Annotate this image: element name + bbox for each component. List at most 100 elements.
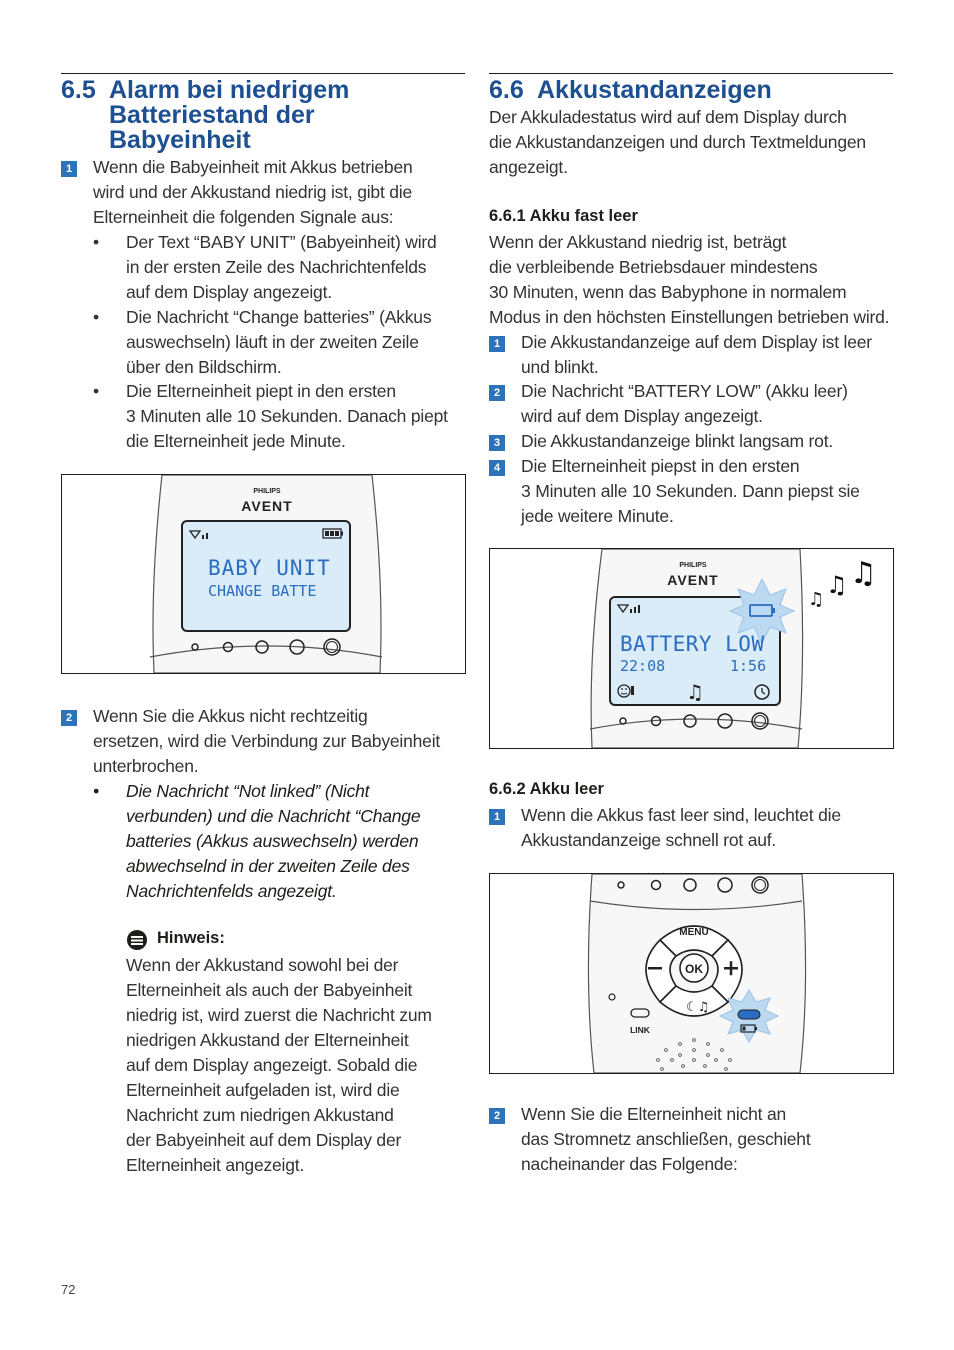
- text-line: auswechseln) läuft in der zweiten Zeile: [126, 332, 419, 352]
- step-badge-3: 3: [489, 435, 505, 451]
- lcd-screen: [181, 520, 351, 632]
- device-illustration: PHILIPS AVENT BATTERY LOW 22:08 1:56 ♫: [589, 549, 877, 748]
- text-line: Die Elterneinheit piepst in den ersten: [521, 456, 800, 476]
- link-button: [630, 1008, 650, 1018]
- indicator-light: [255, 640, 269, 654]
- menu-label: MENU: [679, 927, 708, 938]
- text-line: und blinkt.: [521, 357, 599, 377]
- text-line: 3 Minuten alle 10 Sekunden. Danach piept: [126, 406, 448, 426]
- plus-icon: [724, 961, 738, 976]
- figure-battery-low-display: PHILIPS AVENT BATTERY LOW 22:08 1:56 ♫: [489, 548, 894, 749]
- right-top-rule: [489, 73, 893, 74]
- step-badge-4: 4: [489, 460, 505, 476]
- step-badge-2: 2: [489, 1108, 505, 1124]
- text-line: Die Nachricht “BATTERY LOW” (Akku leer): [521, 381, 848, 401]
- indicator-light: [751, 876, 769, 894]
- text-line: Die Nachricht “Change batteries” (Akkus: [126, 307, 432, 327]
- note-text: Wenn der Akkustand sowohl bei der Eltern…: [126, 953, 466, 1178]
- text-line: in der ersten Zeile des Nachrichtenfelds: [126, 257, 427, 277]
- text-line: auf dem Display angezeigt.: [126, 282, 332, 302]
- bullet-item: • Die Elterneinheit piept in den ersten …: [93, 379, 468, 454]
- subheading-6-6-1: 6.6.1 Akku fast leer: [489, 207, 638, 225]
- text-line: Akkustandanzeige schnell rot auf.: [521, 830, 777, 850]
- battery-indicator-light: [737, 1009, 761, 1020]
- brand-philips: PHILIPS: [253, 488, 281, 495]
- minus-icon: [648, 967, 662, 970]
- device-illustration: MENU OK ☾♫ LINK: [587, 874, 807, 1073]
- device-illustration: PHILIPS AVENT BABY UNIT CHANGE BATTE: [149, 475, 383, 673]
- signal-icon: [616, 604, 640, 614]
- text-line: Die Akkustandanzeige auf dem Display ist…: [521, 332, 872, 352]
- bullet-dot: •: [93, 307, 99, 327]
- nav-pad: [645, 925, 743, 1017]
- brand-avent: AVENT: [241, 498, 292, 514]
- subheading-6-6-2: 6.6.2 Akku leer: [489, 780, 604, 798]
- text-line: Elterneinheit die folgenden Signale aus:: [93, 207, 394, 227]
- indicator-light: [608, 993, 616, 1001]
- text-line: Wenn die Akkus fast leer sind, leuchtet …: [521, 805, 841, 825]
- bullet-dot: •: [93, 381, 99, 401]
- text-line: angezeigt.: [489, 157, 568, 177]
- indicator-light: [289, 639, 305, 655]
- note-title: Hinweis:: [157, 929, 225, 947]
- text-line: nacheinander das Folgende:: [521, 1154, 738, 1174]
- text-line: Wenn Sie die Elterneinheit nicht an: [521, 1104, 787, 1124]
- text-line: jede weitere Minute.: [521, 506, 674, 526]
- heading-text: Akkustandanzeigen: [537, 76, 772, 104]
- text-line: Elterneinheit aufgeladen ist, wird die: [126, 1080, 400, 1100]
- lullaby-button: [658, 984, 730, 1017]
- bullet-item: • Der Text “BABY UNIT” (Babyeinheit) wir…: [93, 230, 468, 305]
- bullet-dot: •: [93, 232, 99, 252]
- text-line: 30 Minuten, wenn das Babyphone in normal…: [489, 282, 847, 302]
- note-icon: [127, 930, 147, 950]
- text-line: Modus in den höchsten Einstellungen betr…: [489, 307, 890, 327]
- text-line: Der Akkuladestatus wird auf dem Display …: [489, 107, 847, 127]
- indicator-light: [751, 712, 769, 730]
- section-heading-6-6: 6.6 Akkustandanzeigen: [489, 78, 893, 104]
- lcd-line-2: CHANGE BATTE: [208, 582, 316, 600]
- step-badge-2: 2: [489, 385, 505, 401]
- text-line: batteries (Akkus auswechseln) werden: [126, 831, 419, 851]
- text-line: Wenn Sie die Akkus nicht rechtzeitig: [93, 706, 368, 726]
- text-line: Der Text “BABY UNIT” (Babyeinheit) wird: [126, 232, 437, 252]
- bullet-item-italic: • Die Nachricht “Not linked” (Nicht verb…: [93, 779, 468, 904]
- lcd-time-left: 22:08: [620, 657, 665, 675]
- text-line: ersetzen, wird die Verbindung zur Babyei…: [93, 731, 441, 751]
- indicator-light: [650, 879, 662, 891]
- bullet-dot: •: [93, 781, 99, 801]
- heading-line-1: Alarm bei niedrigem: [109, 76, 350, 104]
- text-line: Nachricht zum niedrigen Akkustand: [126, 1105, 394, 1125]
- brand-philips: PHILIPS: [679, 562, 707, 569]
- step-text: Wenn die Akkus fast leer sind, leuchtet …: [521, 803, 901, 853]
- text-line: Elterneinheit als auch der Babyeinheit: [126, 980, 413, 1000]
- sub1-text: Wenn der Akkustand niedrig ist, beträgt …: [489, 230, 909, 330]
- indicator-light: [650, 715, 662, 727]
- face-icon: [617, 684, 634, 698]
- text-line: abwechselnd in der zweiten Zeile des: [126, 856, 410, 876]
- lcd-time-right: 1:56: [730, 657, 766, 675]
- indicator-light: [617, 881, 625, 889]
- step-badge-1: 1: [489, 336, 505, 352]
- bullet-text: Die Elterneinheit piept in den ersten 3 …: [126, 379, 448, 454]
- timer-icon: [754, 684, 770, 700]
- music-note-icon: ♫: [826, 571, 848, 599]
- text-line: die Akkustandanzeigen und durch Textmeld…: [489, 132, 866, 152]
- step-text: Die Nachricht “BATTERY LOW” (Akku leer) …: [521, 379, 901, 429]
- ok-label: OK: [685, 962, 703, 976]
- heading-number: 6.5: [61, 76, 96, 104]
- indicator-light: [717, 713, 733, 729]
- step-text: Die Elterneinheit piepst in den ersten 3…: [521, 454, 901, 529]
- music-note-icon: ♫: [686, 680, 704, 704]
- music-note-icon: ♫: [850, 556, 877, 591]
- speaker-grille: [656, 1038, 732, 1071]
- text-line: wird und der Akkustand niedrig ist, gibt…: [93, 182, 413, 202]
- lcd-screen: [609, 596, 781, 706]
- step-1-text: Wenn die Babyeinheit mit Akkus betrieben…: [93, 155, 468, 230]
- text-line: 3 Minuten alle 10 Sekunden. Dann piepst …: [521, 481, 860, 501]
- bullet-text: Der Text “BABY UNIT” (Babyeinheit) wird …: [126, 230, 437, 305]
- text-line: die Elterneinheit jede Minute.: [126, 431, 346, 451]
- step-text: Die Akkustandanzeige auf dem Display ist…: [521, 330, 901, 380]
- left-top-rule: [61, 73, 465, 74]
- section-heading-6-5: 6.5 Alarm bei niedrigem Batteriestand de…: [61, 78, 465, 158]
- heading-line-3: Babyeinheit: [109, 126, 251, 154]
